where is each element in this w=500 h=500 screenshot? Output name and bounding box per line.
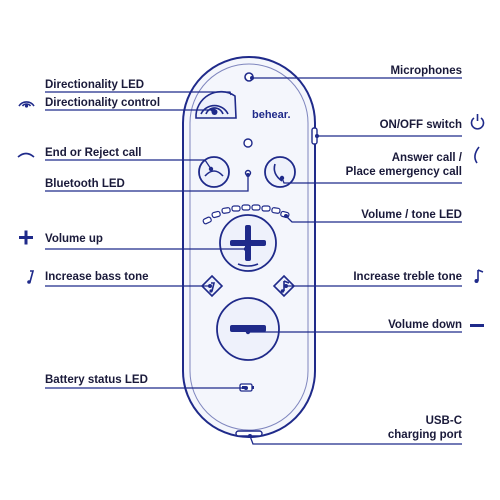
label-end-reject-call: End or Reject call [45,147,142,159]
phone-hangup-icon [17,152,35,158]
answer-call-button[interactable] [264,156,296,188]
phone-icon [273,163,283,182]
label-bluetooth-led: Bluetooth LED [45,178,125,190]
leader-bluetooth-led [45,175,249,192]
power-icon [470,114,485,130]
music-note-icon [474,269,484,283]
label-microphones: Microphones [390,65,462,77]
bass-note-icon [27,270,35,284]
label-battery-status-led: Battery status LED [45,374,148,386]
wifi-arc-icon [18,101,35,108]
leader-end-call [45,159,212,170]
volume-tone-led-bar [202,204,290,225]
label-directionality-led: Directionality LED [45,79,145,91]
label-answer-call-1: Answer call / [391,152,462,164]
bass-note-icon [211,282,216,292]
label-on-off-switch: ON/OFF switch [379,119,462,131]
label-usb-c-1: USB-C [425,415,462,427]
end-call-button[interactable] [198,156,230,188]
label-volume-down: Volume down [388,319,462,331]
minus-icon [470,324,484,327]
brand-logo: behear. [252,109,291,121]
volume-up-button[interactable] [219,214,277,272]
leader-directionality-led [45,91,232,96]
volume-down-button[interactable] [216,297,280,361]
label-directionality-control: Directionality control [45,97,161,109]
leader-volume-tone-led [285,215,462,223]
plus-icon [19,230,33,245]
phone-hangup-icon [204,170,224,177]
label-volume-tone-led: Volume / tone LED [361,209,462,221]
leader-usb-c [249,435,462,445]
label-usb-c-2: charging port [387,429,462,441]
label-increase-bass-tone: Increase bass tone [45,271,149,283]
minus-icon [230,325,266,332]
phone-icon [474,146,480,164]
label-increase-treble-tone: Increase treble tone [353,271,462,283]
label-volume-up: Volume up [45,233,103,245]
remote-inner-outline [189,63,309,431]
label-answer-call-2: Place emergency call [345,166,462,178]
upper-sensor [243,138,253,148]
